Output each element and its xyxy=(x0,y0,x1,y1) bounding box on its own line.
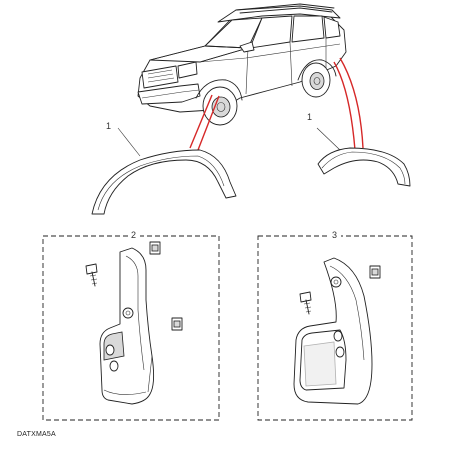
diagram-reference-code: DATXMA5A xyxy=(17,431,56,438)
callout-wheel-arch-front: 1 xyxy=(106,121,112,131)
leader-rear-right xyxy=(339,57,364,149)
clip-nut-front-top xyxy=(149,241,161,255)
clip-nut-rear xyxy=(369,265,381,279)
callout-mudflap-front-kit: 2 xyxy=(131,230,137,240)
mudflap-front xyxy=(99,247,155,405)
callout-wheel-arch-rear: 1 xyxy=(307,112,313,122)
wheel-arch-front xyxy=(91,127,237,215)
leader-front-left xyxy=(189,94,213,149)
vehicle-illustration xyxy=(137,3,347,126)
screw-front xyxy=(85,263,98,287)
wheel-arch-rear xyxy=(316,127,411,187)
callout-mudflap-rear-kit: 3 xyxy=(332,230,338,240)
leader-lines xyxy=(189,57,364,151)
leader-rear-left xyxy=(333,61,356,151)
leader-front-right xyxy=(197,95,220,151)
mudflap-rear xyxy=(293,257,373,405)
clip-nut-front-lower xyxy=(171,317,183,331)
screw-rear xyxy=(299,291,312,315)
